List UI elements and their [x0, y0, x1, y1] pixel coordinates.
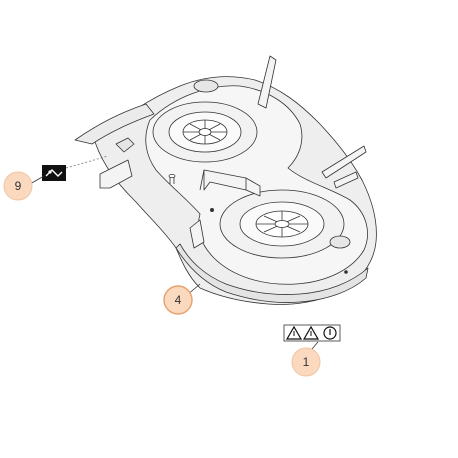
deck-left-wing — [74, 103, 155, 145]
callout-1[interactable]: 1 — [291, 347, 321, 377]
left-front-bracket — [99, 159, 133, 189]
rear-dome-cap — [193, 79, 219, 93]
callout-4-circle — [163, 285, 193, 315]
rear-spindle-center — [198, 128, 212, 136]
right-lift-tab — [333, 171, 359, 189]
callout-1-circle — [291, 347, 321, 377]
front-spindle-center — [274, 220, 290, 228]
leader-line-9 — [29, 175, 45, 185]
deck-front-skirt — [175, 243, 369, 303]
decal-leader-dotted — [65, 155, 109, 169]
callout-9[interactable]: 9 — [3, 171, 33, 201]
callout-4-label: 4 — [175, 293, 182, 307]
front-right-boss — [329, 235, 351, 249]
instruction-decal-icon — [42, 165, 66, 181]
callout-1-label: 1 — [303, 355, 310, 369]
front-blade-housing — [219, 189, 345, 259]
callout-4[interactable]: 4 — [163, 285, 193, 315]
safety-warning-decal — [283, 324, 341, 342]
instruction-decal-dot — [48, 170, 52, 174]
cutting-deck-housing — [74, 55, 377, 305]
front-post-top — [168, 173, 176, 178]
center-hanger-leg — [199, 169, 247, 191]
left-side-bracket — [189, 219, 205, 249]
callout-9-label: 9 — [15, 179, 22, 193]
rivet — [344, 270, 348, 274]
rivet — [209, 207, 214, 212]
callout-9-circle — [3, 171, 33, 201]
discharge-tab — [115, 137, 135, 153]
rear-blade-housing — [152, 101, 258, 163]
instruction-decal — [42, 155, 109, 181]
rear-lift-bracket — [257, 55, 277, 109]
right-lift-bracket — [321, 145, 367, 179]
